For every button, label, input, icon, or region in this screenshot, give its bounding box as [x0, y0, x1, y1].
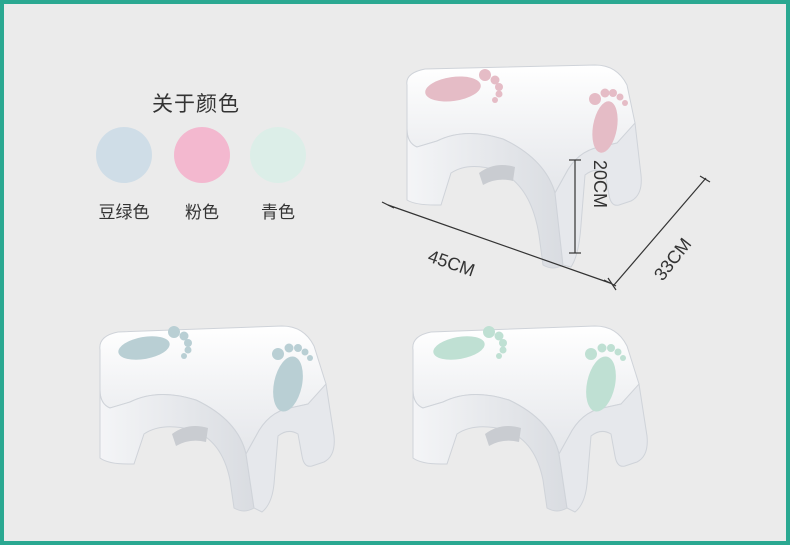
foot-right-icon — [585, 343, 626, 412]
swatch-bean-green — [96, 127, 152, 183]
swatch-cyan — [250, 127, 306, 183]
stool-cyan — [412, 325, 648, 513]
foot-left-icon — [118, 326, 192, 360]
swatch-label-pink: 粉色 — [185, 203, 219, 223]
dimension-lines — [381, 159, 711, 291]
stool-pink — [406, 64, 642, 269]
swatch-label-bean-green: 豆绿色 — [98, 203, 150, 223]
swatch-label-cyan: 青色 — [261, 203, 295, 223]
foot-left-icon — [433, 326, 507, 360]
foot-right-icon — [272, 343, 313, 412]
foot-right-icon — [589, 88, 628, 153]
foot-left-icon — [425, 69, 503, 103]
swatch-pink — [174, 127, 230, 183]
dimension-height-label: 20CM — [590, 160, 610, 209]
colors-title: 关于颜色 — [152, 92, 240, 116]
stool-bean-green — [99, 325, 335, 513]
